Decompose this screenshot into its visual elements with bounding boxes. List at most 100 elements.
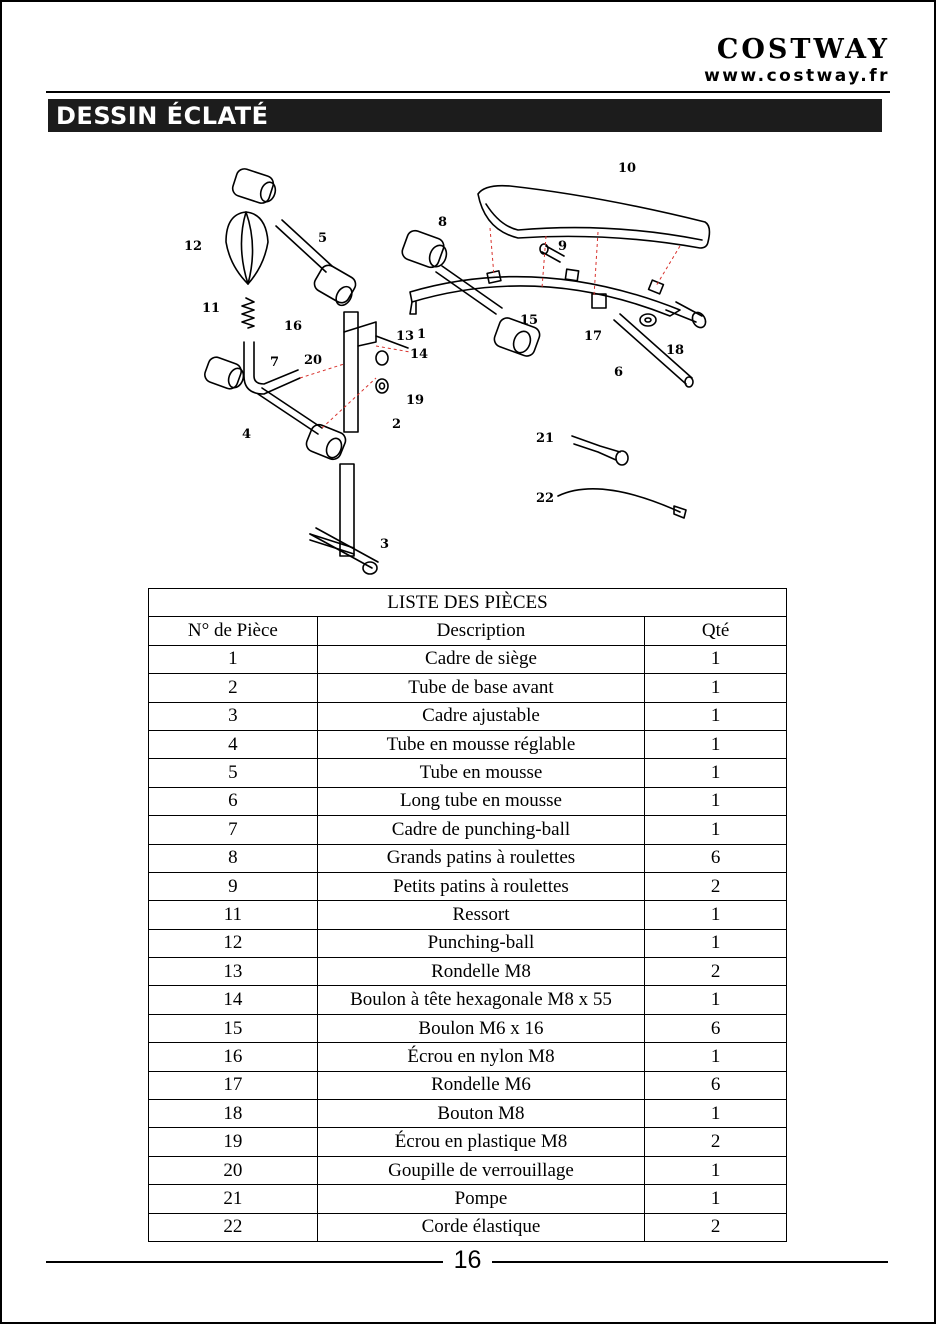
section-bar: DESSIN ÉCLATÉ — [48, 99, 882, 132]
parts-list-table: LISTE DES PIÈCES N° de Pièce Description… — [148, 587, 787, 1242]
diagram-label: 1 — [417, 327, 426, 342]
diagram-label: 8 — [438, 215, 447, 230]
cell-qty: 1 — [644, 1155, 787, 1186]
seat-frame-shape — [409, 275, 681, 317]
footer-rule-left — [46, 1261, 443, 1263]
brand-block: COSTWAY www.costway.fr — [704, 34, 890, 87]
cell-description: Tube en mousse réglable — [316, 729, 646, 760]
adjustable-frame-shape — [339, 463, 355, 557]
cell-qty: 2 — [644, 871, 787, 902]
cell-qty: 2 — [644, 957, 787, 987]
cell-description: Long tube en mousse — [316, 786, 646, 817]
diagram-label: 11 — [202, 301, 220, 316]
cell-description: Tube en mousse — [316, 758, 646, 788]
cell-part-no: 2 — [148, 673, 318, 703]
cell-description: Boulon à tête hexagonale M8 x 55 — [316, 985, 646, 1015]
cell-description: Cadre ajustable — [316, 701, 646, 731]
cell-part-no: 20 — [148, 1155, 318, 1186]
cell-part-no: 6 — [148, 786, 318, 817]
exploded-diagram: 1 2 3 4 5 6 7 8 9 10 11 12 13 14 15 16 1… — [184, 161, 711, 575]
diagram-label: 13 — [396, 329, 414, 344]
diagram-label: 7 — [270, 355, 279, 370]
cell-part-no: 8 — [148, 843, 318, 873]
cell-part-no: 4 — [148, 729, 318, 760]
brand-logo: COSTWAY — [716, 34, 890, 65]
seat-cushion-shape — [477, 184, 711, 249]
column-header-qty: Qté — [644, 616, 787, 646]
diagram-label: 22 — [536, 491, 554, 506]
table-title: LISTE DES PIÈCES — [148, 587, 787, 618]
cell-description: Boulon M6 x 16 — [316, 1013, 646, 1044]
cell-qty: 1 — [644, 1099, 787, 1129]
cell-part-no: 5 — [148, 758, 318, 788]
diagram-labels: 1 2 3 4 5 6 7 8 9 10 11 12 13 14 15 16 1… — [184, 161, 684, 552]
cell-description: Rondelle M6 — [316, 1070, 646, 1101]
diagram-label: 6 — [614, 365, 623, 380]
cell-description: Goupille de verrouillage — [316, 1155, 646, 1186]
cell-description: Punching-ball — [316, 928, 646, 959]
cell-qty: 6 — [644, 843, 787, 873]
cell-qty: 1 — [644, 701, 787, 731]
cell-qty: 1 — [644, 673, 787, 703]
cell-part-no: 18 — [148, 1099, 318, 1129]
cell-description: Corde élastique — [316, 1212, 646, 1242]
cell-qty: 1 — [644, 928, 787, 959]
diagram-label: 3 — [380, 537, 389, 552]
cell-part-no: 13 — [148, 957, 318, 987]
diagram-label: 16 — [284, 319, 302, 334]
cell-part-no: 9 — [148, 871, 318, 902]
diagram-label: 9 — [558, 239, 567, 254]
cell-part-no: 12 — [148, 928, 318, 959]
cell-qty: 1 — [644, 985, 787, 1015]
column-header-description: Description — [316, 616, 646, 646]
cell-qty: 2 — [644, 1127, 787, 1157]
table-header-row: N° de Pièce Description Qté — [148, 616, 787, 646]
cell-qty: 1 — [644, 1184, 787, 1214]
cell-description: Cadre de punching-ball — [316, 815, 646, 845]
cell-description: Petits patins à roulettes — [316, 871, 646, 902]
front-base-tube-shape — [343, 311, 359, 433]
cell-part-no: 19 — [148, 1127, 318, 1157]
cell-description: Grands patins à roulettes — [316, 843, 646, 873]
cell-qty: 1 — [644, 758, 787, 788]
cell-part-no: 14 — [148, 985, 318, 1015]
cell-description: Rondelle M8 — [316, 957, 646, 987]
header-rule — [46, 91, 890, 93]
cell-qty: 6 — [644, 1013, 787, 1044]
cell-part-no: 21 — [148, 1184, 318, 1214]
cell-part-no: 3 — [148, 701, 318, 731]
diagram-label: 18 — [666, 343, 684, 358]
cell-description: Bouton M8 — [316, 1099, 646, 1129]
brand-url: www.costway.fr — [704, 66, 890, 86]
footer-rule-right — [492, 1261, 888, 1263]
diagram-label: 15 — [520, 313, 538, 328]
cell-part-no: 15 — [148, 1013, 318, 1044]
cell-description: Cadre de siège — [316, 644, 646, 675]
cell-description: Tube de base avant — [316, 673, 646, 703]
cell-description: Écrou en nylon M8 — [316, 1042, 646, 1072]
cell-part-no: 1 — [148, 644, 318, 675]
table-title-row: LISTE DES PIÈCES — [148, 587, 787, 618]
diagram-label: 20 — [304, 353, 322, 368]
page-number: 16 — [453, 1246, 482, 1274]
cell-qty: 1 — [644, 1042, 787, 1072]
cell-qty: 1 — [644, 786, 787, 817]
diagram-label: 5 — [318, 231, 327, 246]
diagram-label: 2 — [392, 417, 401, 432]
diagram-label: 17 — [584, 329, 602, 344]
cell-part-no: 16 — [148, 1042, 318, 1072]
